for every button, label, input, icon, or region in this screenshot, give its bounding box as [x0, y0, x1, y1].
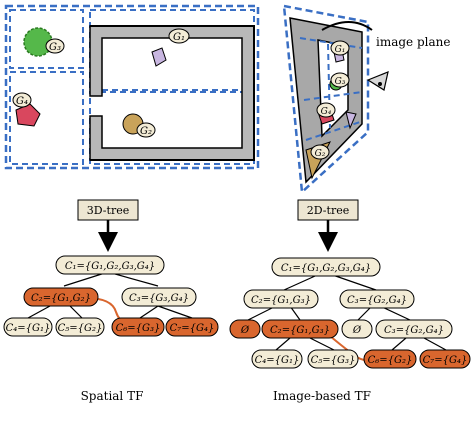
image-g1-label: G₁: [335, 45, 346, 55]
left-node-c7: [165, 317, 219, 337]
right-node-c3-label: C₃={G₂,G₄}: [347, 295, 407, 306]
right-tree-box-label: 2D-tree: [307, 204, 349, 217]
left-node-c7-label: C₇={G₄}: [170, 323, 215, 334]
left-tree-box-label: 3D-tree: [87, 204, 129, 217]
left-tree-caption: Spatial TF: [81, 389, 144, 403]
right-node-c5-label: C₅={G₃}: [311, 355, 356, 366]
image-g4-label: G₄: [321, 107, 332, 117]
image-plane-outer-partition: [282, 4, 370, 195]
g3-label: G₃: [49, 42, 61, 53]
left-node-c2: [23, 287, 99, 307]
right-node-c2-label: C₂={G₁,G₃}: [251, 295, 311, 306]
right-node-c2: [243, 289, 319, 309]
image-plane-scene: G₁ G₃ G₄ G₂ image plane: [282, 4, 450, 195]
right-node-c4-label: C₄={G₁}: [255, 355, 300, 366]
left-node-c6: [111, 317, 165, 337]
scene-3d: G₃ G₄ G₁ G₂: [4, 4, 260, 170]
scene-outer-partition: [4, 4, 260, 170]
left-node-c1-label: C₁={G₁,G₂,G₃,G₄}: [65, 261, 155, 272]
group-g3-object: G₃: [23, 27, 65, 57]
image-plane-label: image plane: [376, 35, 450, 49]
g2-label: G₂: [140, 126, 152, 137]
right-node-c1-label: C₁={G₁,G₂,G₃,G₄}: [281, 263, 371, 274]
right-node-c3b-label: C₃={G₂,G₄}: [384, 325, 444, 336]
left-node-c5: [55, 317, 105, 337]
right-node-empty-right: [341, 319, 373, 339]
right-node-c6-label: C₆={G₂}: [368, 355, 413, 366]
right-node-empty-left: [229, 319, 261, 339]
image-plane-pointer: [321, 21, 373, 31]
right-node-c5: [307, 349, 359, 369]
right-node-c1: [271, 257, 381, 277]
right-node-c3: [339, 289, 415, 309]
right-node-empty-right-label: Ø: [352, 325, 362, 336]
image-g1-extra: [345, 111, 357, 130]
right-node-c3b: [375, 319, 453, 339]
right-node-c2b-label: C₂={G₁,G₃}: [270, 325, 330, 336]
left-node-c5-label: C₅={G₂}: [58, 323, 103, 334]
left-node-c3: [121, 287, 197, 307]
right-node-empty-left-label: Ø: [240, 325, 250, 336]
right-tree: 2D-tree C₁={G₁,G₂,G₃,G₄} C₂={G₁,G₃} C₃={…: [229, 199, 471, 403]
scene-partition-top-left: [9, 9, 84, 69]
left-node-c3-label: C₃={G₃,G₄}: [129, 293, 189, 304]
group-g4-object: G₄: [12, 92, 41, 127]
left-node-c4-label: C₄={G₁}: [6, 323, 51, 334]
right-node-c2b: [261, 319, 339, 339]
left-node-c6-label: C₆={G₃}: [116, 323, 161, 334]
left-tree: 3D-tree C₁={G₁,G₂,G₃,G₄} C₂={G₁,G₂} C₃={…: [3, 199, 219, 403]
scene-partition-bottom-left: [9, 71, 84, 165]
image-g2-label: G₂: [315, 149, 326, 159]
image-g3-label: G₃: [335, 77, 346, 87]
group-g2-object: G₂: [122, 113, 156, 138]
camera-icon: [366, 71, 389, 91]
group-g1-object: G₁: [151, 28, 190, 67]
left-node-c2-label: C₂={G₁,G₂}: [31, 293, 91, 304]
g1-label: G₁: [173, 32, 185, 43]
right-node-c7: [419, 349, 471, 369]
right-node-c7-label: C₇={G₄}: [423, 355, 468, 366]
left-node-c4: [3, 317, 53, 337]
right-tree-caption: Image-based TF: [273, 389, 371, 403]
right-node-c6: [363, 349, 417, 369]
right-node-c4: [251, 349, 303, 369]
left-node-c1: [55, 255, 165, 275]
scene-partition-top-right: [89, 9, 255, 91]
g4-label: G₄: [16, 96, 28, 107]
